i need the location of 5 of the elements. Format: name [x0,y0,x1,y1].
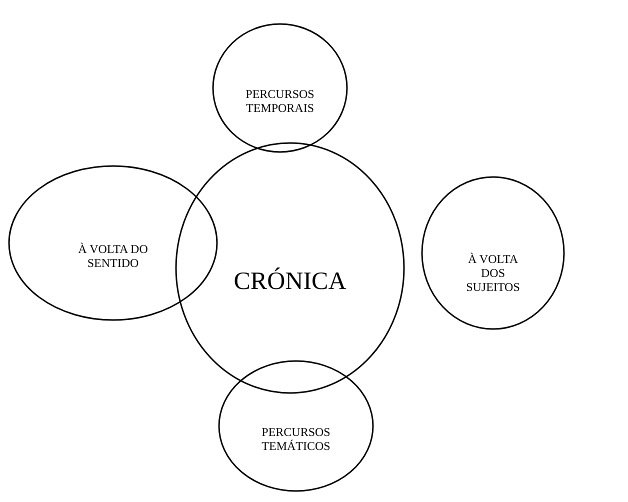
node-label: À VOLTA DOS SUJEITOS [465,253,521,294]
node-label: CRÓNICA [232,268,348,297]
node-label: À VOLTA DO SENTIDO [77,243,149,271]
node-label: PERCURSOS TEMÁTICOS [260,426,332,454]
node-label: PERCURSOS TEMPORAIS [244,88,316,116]
